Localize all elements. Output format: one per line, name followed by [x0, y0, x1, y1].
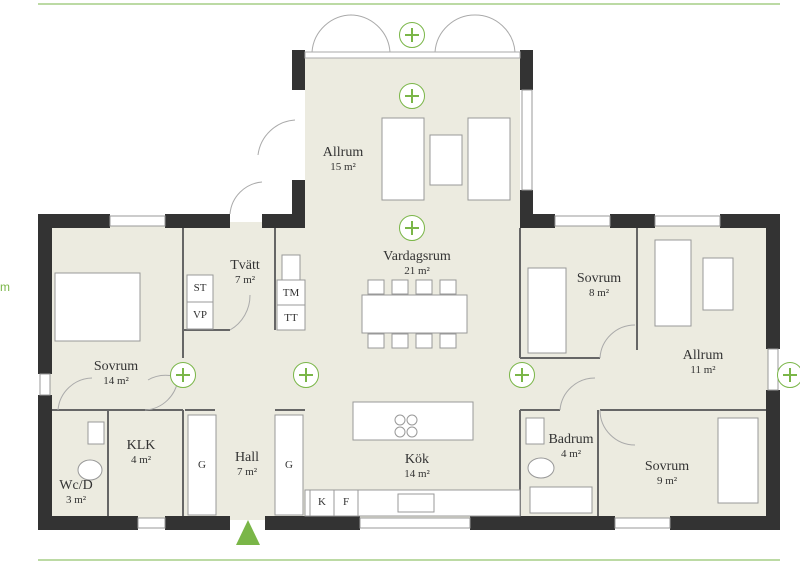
room-area: 14 m²: [404, 468, 430, 481]
room-area: 11 m²: [690, 364, 716, 377]
room-area: 4 m²: [560, 448, 582, 461]
entrance-arrow: [236, 520, 260, 545]
view-marker-icon[interactable]: [293, 362, 319, 388]
room-area: 21 m²: [404, 265, 430, 278]
room-label-allrum-top: Allrum 15 m²: [323, 145, 363, 174]
tag-vp: VP: [192, 309, 208, 321]
room-name: Kök: [404, 452, 430, 467]
tag-g-right: G: [285, 459, 293, 471]
room-label-vardagsrum: Vardagsrum 21 m²: [383, 249, 451, 278]
room-area: 7 m²: [234, 274, 256, 287]
view-marker-icon[interactable]: [170, 362, 196, 388]
view-marker-icon[interactable]: [777, 362, 800, 388]
tag-st: ST: [193, 282, 207, 294]
windows: [39, 89, 779, 529]
room-label-sovrum-left: Sovrum 14 m²: [94, 359, 138, 388]
tag-k: K: [318, 496, 326, 508]
room-name: Wc/D: [59, 478, 93, 493]
room-area: 9 m²: [656, 475, 678, 488]
room-area: 3 m²: [65, 494, 87, 507]
room-name: Sovrum: [644, 459, 690, 474]
tag-tm: TM: [282, 287, 300, 299]
room-area: 8 m²: [588, 287, 610, 300]
room-name: Badrum: [548, 432, 594, 447]
room-area: 15 m²: [330, 161, 356, 174]
room-label-sovrum-right-bottom: Sovrum 9 m²: [645, 459, 689, 488]
room-label-klk: KLK 4 m²: [127, 438, 156, 467]
view-marker-icon[interactable]: [509, 362, 535, 388]
room-label-tvatt: Tvätt 7 m²: [230, 258, 260, 287]
room-name: Allrum: [322, 145, 364, 160]
view-marker-icon[interactable]: [399, 22, 425, 48]
room-label-hall: Hall 7 m²: [235, 450, 259, 479]
room-area: 4 m²: [130, 454, 152, 467]
walls: [38, 50, 780, 530]
room-name: Hall: [234, 450, 260, 465]
room-label-kok: Kök 14 m²: [404, 452, 430, 481]
room-name: Tvätt: [230, 258, 260, 273]
top-doors: [229, 14, 521, 215]
tag-g-left: G: [198, 459, 206, 471]
room-label-badrum: Badrum 4 m²: [548, 432, 593, 461]
furniture-allrum: [381, 117, 734, 327]
room-name: Vardagsrum: [383, 249, 451, 264]
view-marker-icon[interactable]: [399, 215, 425, 241]
tag-tt: TT: [284, 312, 298, 324]
beds: [54, 267, 759, 504]
room-area: 7 m²: [236, 466, 258, 479]
view-marker-icon[interactable]: [399, 83, 425, 109]
room-label-sovrum-right-top: Sovrum 8 m²: [577, 271, 621, 300]
room-name: Sovrum: [93, 359, 139, 374]
dining-table: [361, 279, 468, 349]
room-name: Sovrum: [576, 271, 622, 286]
tag-f: F: [342, 496, 350, 508]
room-area: 14 m²: [103, 375, 129, 388]
room-name: Allrum: [682, 348, 724, 363]
room-name: KLK: [126, 438, 156, 453]
storage-units: [186, 274, 359, 517]
room-label-wcd: Wc/D 3 m²: [59, 478, 92, 507]
bath-fixtures: [77, 254, 593, 514]
room-label-allrum-right: Allrum 11 m²: [683, 348, 723, 377]
scale-unit-label: m: [0, 280, 10, 294]
